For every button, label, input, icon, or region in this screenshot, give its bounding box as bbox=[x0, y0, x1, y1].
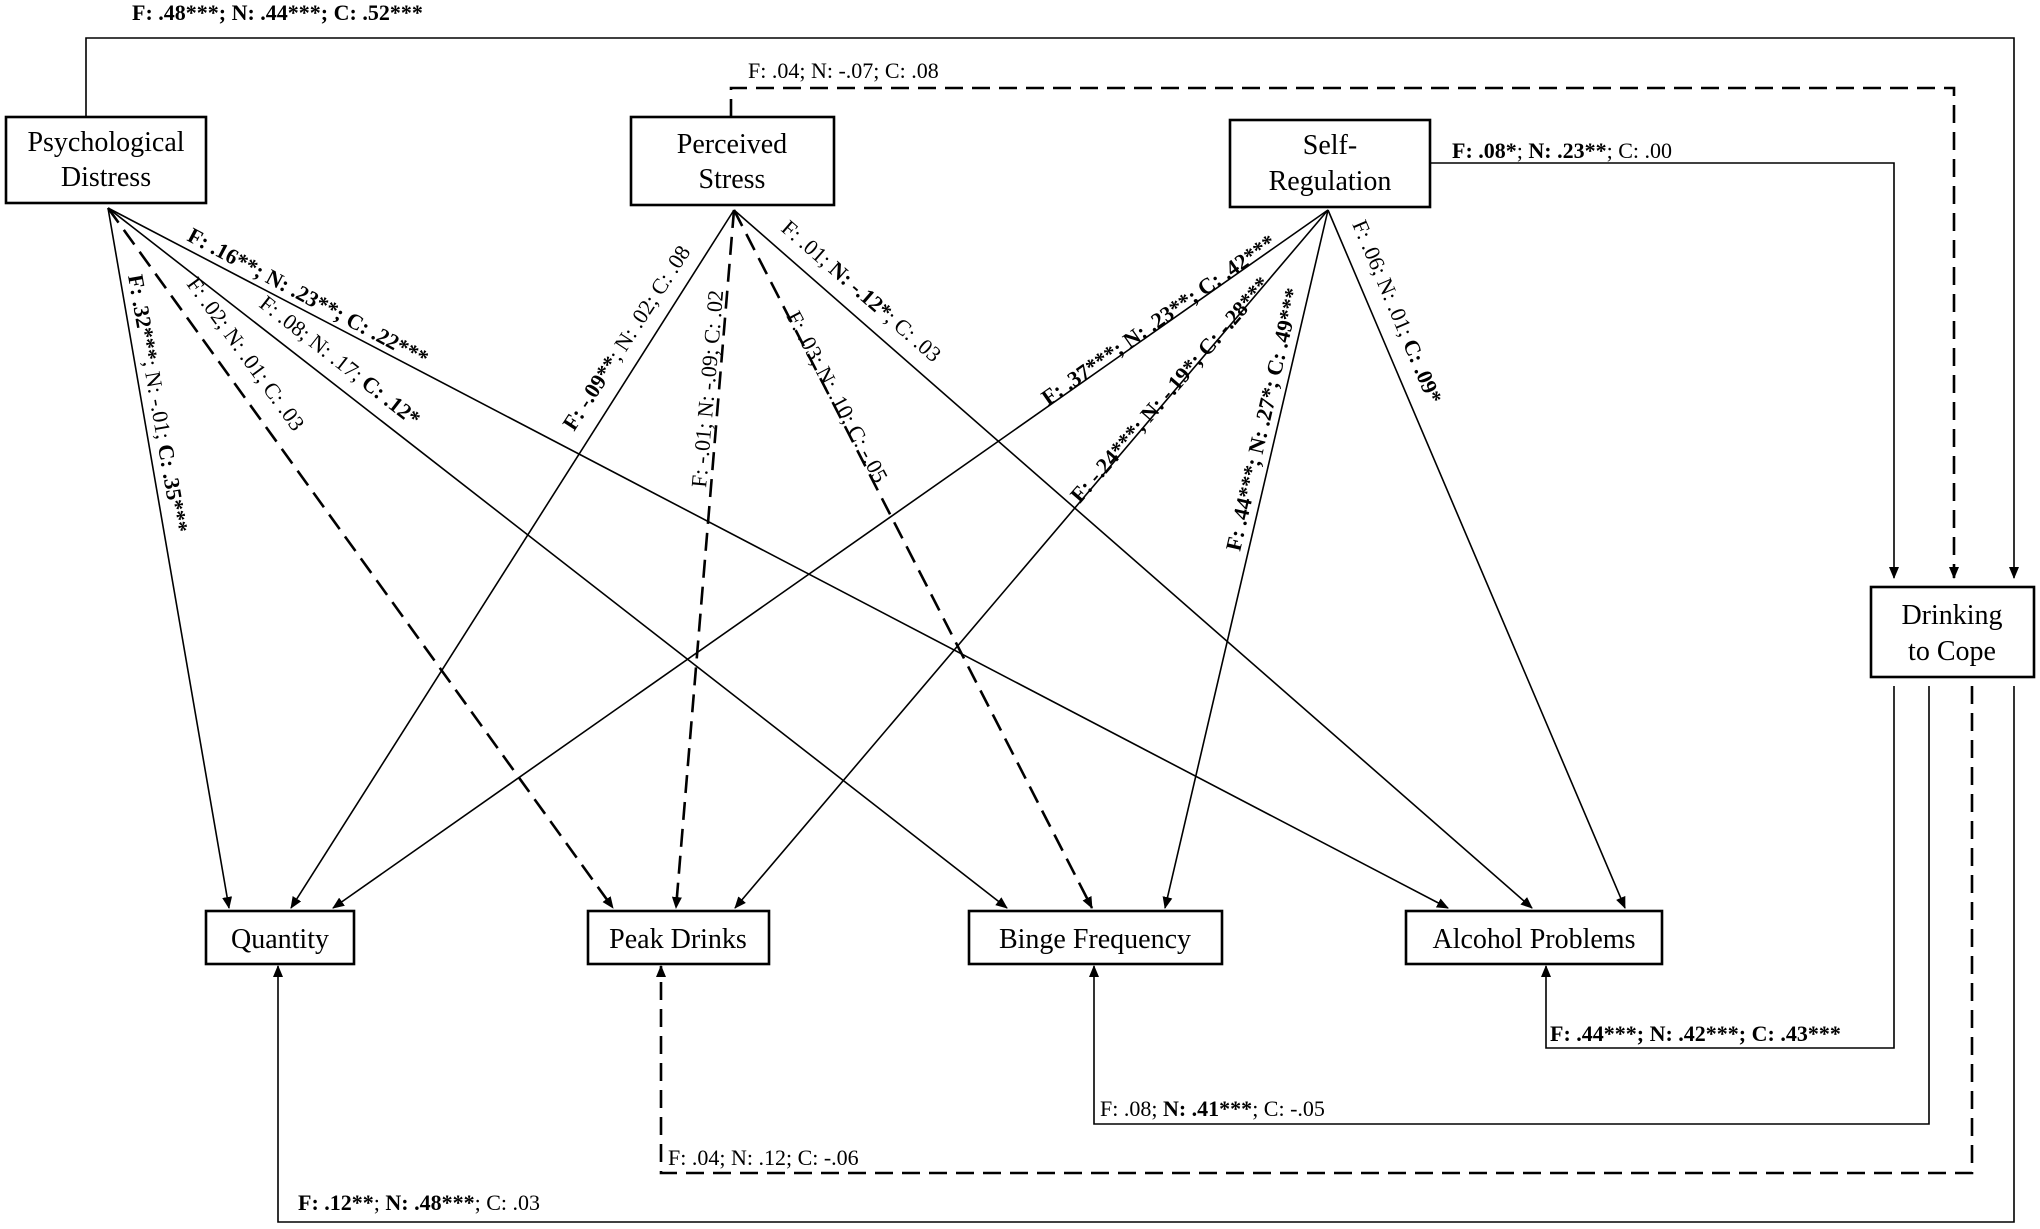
edge-ps-ap bbox=[733, 209, 1533, 909]
label-segment: ; C: .03 bbox=[475, 1190, 540, 1215]
label-sr-ap: F: .06; N: .01; C: .09* bbox=[1347, 216, 1447, 407]
label-dtc-bf: F: .08; N: .41***; C: -.05 bbox=[1100, 1096, 1325, 1121]
label-segment: F: .32*** bbox=[123, 273, 163, 363]
edge-ps-bf bbox=[732, 209, 1094, 909]
label-segment: N: .44***; bbox=[232, 0, 334, 25]
edge-dtc-pk bbox=[656, 686, 1974, 1175]
edge-sr-dtc bbox=[1431, 162, 1899, 579]
edge-pd-q bbox=[107, 207, 233, 909]
label-segment: F: .08; bbox=[1100, 1096, 1163, 1121]
node-drinking-to-cope-line-2: to Cope bbox=[1908, 636, 1996, 667]
label-dtc-pk: F: .04; N: .12; C: -.06 bbox=[668, 1145, 859, 1170]
edge-ps-pk bbox=[671, 209, 736, 909]
label-segment: F: .48***; bbox=[132, 0, 232, 25]
edge-sr-pk bbox=[734, 209, 1329, 909]
node-alcohol-problems: Alcohol Problems bbox=[1404, 909, 1664, 966]
edge-ps-q bbox=[290, 209, 735, 909]
edge-dtc-ap bbox=[1541, 686, 1895, 1049]
node-perceived-stress: Perceived Stress bbox=[629, 115, 836, 207]
label-segment: ; N: .02; C: .08 bbox=[602, 241, 695, 365]
node-perceived-stress-line-2: Stress bbox=[699, 164, 766, 195]
label-segment: ; N: -.01; bbox=[138, 358, 177, 447]
label-segment: C: .12* bbox=[357, 370, 425, 431]
label-segment: C: .35*** bbox=[153, 442, 193, 534]
node-drinking-to-cope-line-1: Drinking bbox=[1901, 600, 2002, 631]
label-ps-q: F: -.09**; N: .02; C: .08 bbox=[557, 241, 695, 435]
label-dtc-q: F: .12**; N: .48***; C: .03 bbox=[298, 1190, 540, 1215]
label-pd-dtc: F: .48***; N: .44***; C: .52*** bbox=[132, 0, 423, 25]
label-segment: ; C: .03 bbox=[881, 305, 947, 367]
edge-sr-ap bbox=[1327, 209, 1626, 909]
node-binge-frequency: Binge Frequency bbox=[967, 909, 1224, 966]
edge-pd-pk bbox=[106, 207, 615, 909]
label-segment: N: -.12* bbox=[824, 256, 897, 324]
label-segment: ; C: -.05 bbox=[1252, 1096, 1325, 1121]
node-perceived-stress-line-1: Perceived bbox=[677, 129, 787, 160]
label-segment: N: -.07; bbox=[811, 58, 885, 83]
label-segment: C: .08 bbox=[885, 58, 939, 83]
label-segment: C: .09* bbox=[1398, 335, 1447, 407]
edge-pd-bf bbox=[107, 207, 1008, 909]
edge-pd-ap bbox=[107, 207, 1449, 909]
node-self-regulation-line-1: Self- bbox=[1303, 130, 1357, 161]
label-segment: F: -.09** bbox=[557, 351, 623, 434]
label-segment: F: -.01; N: -.09; C: .02 bbox=[686, 289, 728, 488]
edge-pd-dtc bbox=[85, 37, 2019, 579]
node-alcohol-problems-label: Alcohol Problems bbox=[1433, 924, 1636, 955]
label-segment: N: .23** bbox=[1528, 138, 1606, 163]
edge-sr-bf bbox=[1162, 209, 1329, 909]
node-peak-drinks-label: Peak Drinks bbox=[609, 924, 747, 955]
label-dtc-ap: F: .44***; N: .42***; C: .43*** bbox=[1550, 1021, 1841, 1046]
node-self-regulation: Self- Regulation bbox=[1228, 118, 1432, 209]
label-ps-pk: F: -.01; N: -.09; C: .02 bbox=[686, 289, 728, 488]
node-peak-drinks: Peak Drinks bbox=[586, 909, 771, 966]
label-segment: ; bbox=[1517, 138, 1529, 163]
label-segment: F: .12** bbox=[298, 1190, 374, 1215]
label-segment: C: .52*** bbox=[334, 0, 423, 25]
edge-dtc-bf bbox=[1089, 686, 1930, 1125]
node-psychological-distress-line-1: Psychological bbox=[27, 127, 184, 158]
label-segment: F: .08* bbox=[1452, 138, 1517, 163]
label-segment: ; bbox=[374, 1190, 386, 1215]
label-segment: N: .41*** bbox=[1163, 1096, 1252, 1121]
label-sr-dtc: F: .08*; N: .23**; C: .00 bbox=[1452, 138, 1672, 163]
node-quantity-label: Quantity bbox=[231, 924, 329, 955]
label-segment: N: .48*** bbox=[385, 1190, 474, 1215]
label-segment: F: .44***; N: .42***; C: .43*** bbox=[1550, 1021, 1841, 1046]
node-drinking-to-cope: Drinking to Cope bbox=[1869, 585, 2036, 679]
label-segment: F: .04; bbox=[748, 58, 811, 83]
label-ps-dtc: F: .04; N: -.07; C: .08 bbox=[748, 58, 939, 83]
node-binge-frequency-label: Binge Frequency bbox=[999, 924, 1191, 955]
node-quantity: Quantity bbox=[204, 909, 356, 966]
edge-dtc-q bbox=[273, 686, 2015, 1223]
edge-ps-dtc bbox=[729, 86, 1959, 579]
label-segment: ; C: .00 bbox=[1607, 138, 1672, 163]
label-segment: F: .04; N: .12; C: -.06 bbox=[668, 1145, 859, 1170]
node-psychological-distress: Psychological Distress bbox=[4, 115, 208, 205]
node-self-regulation-line-2: Regulation bbox=[1269, 166, 1392, 197]
node-psychological-distress-line-2: Distress bbox=[61, 162, 151, 193]
edge-sr-q bbox=[332, 209, 1329, 909]
